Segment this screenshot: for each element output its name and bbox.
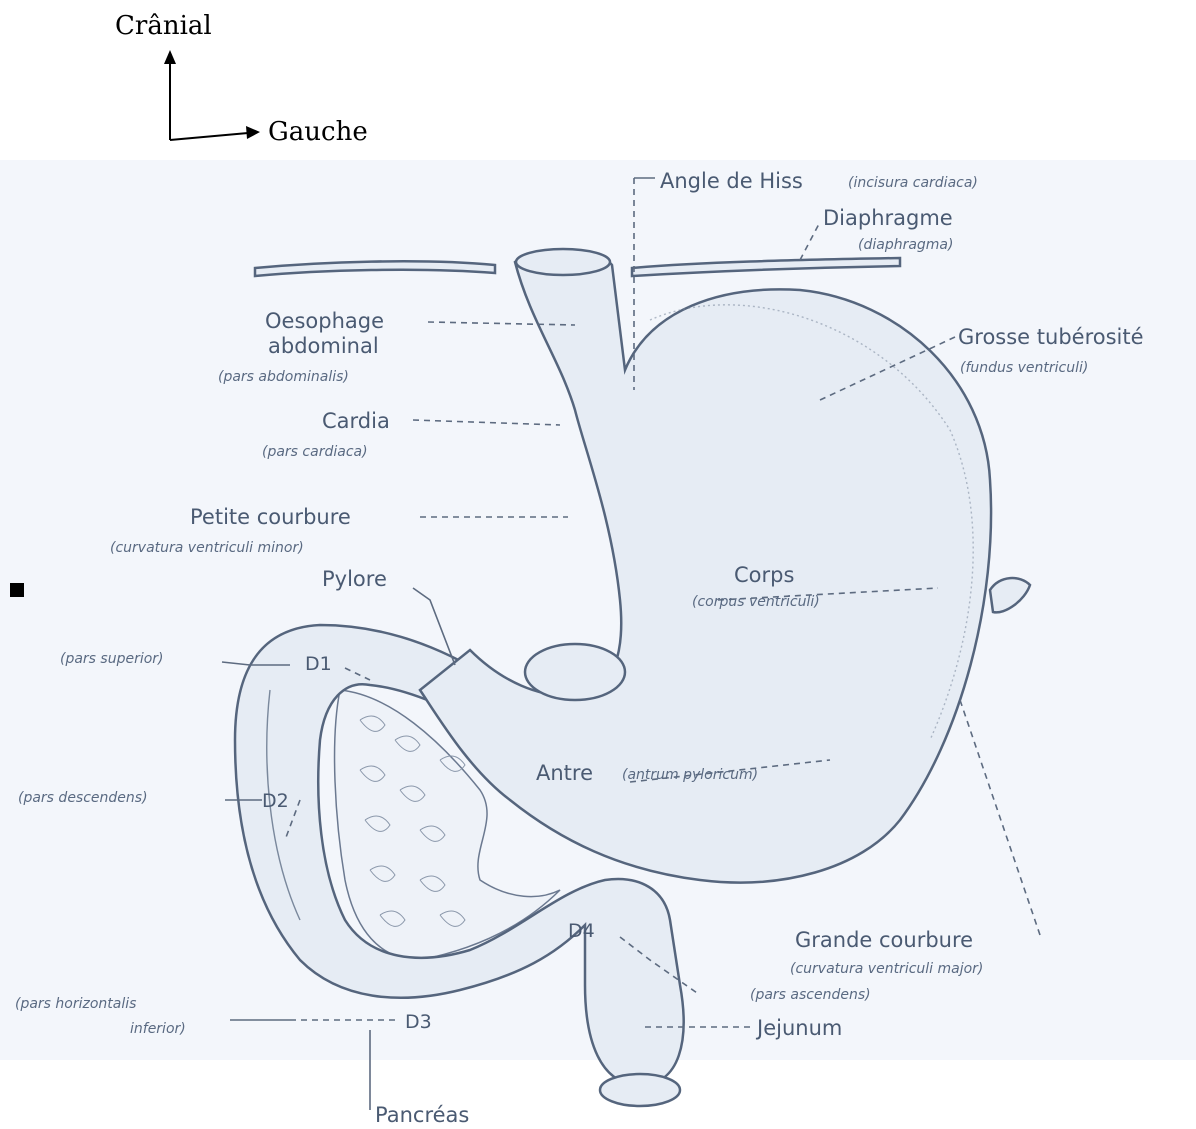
label-diaphragme-latin: (diaphragma) xyxy=(858,237,953,253)
label-angle-his-latin: (incisura cardiaca) xyxy=(848,175,978,191)
pylorus-ring xyxy=(525,644,625,700)
label-cardia-latin: (pars cardiaca) xyxy=(262,444,368,460)
label-pars-horizontalis-2: inferior) xyxy=(130,1021,186,1037)
label-pars-superior: (pars superior) xyxy=(60,651,164,667)
label-pars-descendens: (pars descendens) xyxy=(18,790,148,806)
label-pars-ascendens: (pars ascendens) xyxy=(750,987,871,1003)
label-pancreas: Pancréas xyxy=(375,1103,469,1127)
label-oesophage-2: abdominal xyxy=(268,334,379,358)
label-antre: Antre xyxy=(536,761,593,785)
label-petite-courbure-latin: (curvatura ventriculi minor) xyxy=(110,540,304,556)
label-d4: D4 xyxy=(568,920,595,942)
orientation-indicator: Crânial Gauche xyxy=(115,11,368,147)
label-pylore: Pylore xyxy=(322,567,387,591)
label-grosse-tuberosite: Grosse tubérosité xyxy=(958,325,1144,349)
label-d3: D3 xyxy=(405,1011,432,1033)
label-oesophage-latin: (pars abdominalis) xyxy=(218,369,349,385)
gauche-arrow-head xyxy=(246,126,260,139)
cranial-label: Crânial xyxy=(115,11,212,41)
label-corps: Corps xyxy=(734,563,794,587)
label-oesophage-1: Oesophage xyxy=(265,309,384,333)
gauche-label: Gauche xyxy=(268,117,368,147)
gauche-arrow-line xyxy=(170,133,248,140)
label-angle-his: Angle de Hiss xyxy=(660,169,803,193)
label-grande-courbure: Grande courbure xyxy=(795,928,973,952)
label-cardia: Cardia xyxy=(322,409,390,433)
label-grande-courbure-latin: (curvatura ventriculi major) xyxy=(790,961,983,977)
label-d1: D1 xyxy=(305,653,332,675)
label-grosse-tuberosite-latin: (fundus ventriculi) xyxy=(960,360,1088,376)
label-antre-latin: (antrum pyloricum) xyxy=(622,767,758,783)
label-diaphragme: Diaphragme xyxy=(823,206,953,230)
label-petite-courbure: Petite courbure xyxy=(190,505,351,529)
label-d2: D2 xyxy=(262,790,289,812)
label-pars-horizontalis-1: (pars horizontalis xyxy=(15,996,136,1012)
label-corps-latin: (corpus ventriculi) xyxy=(692,594,820,610)
cranial-arrow-head xyxy=(164,50,176,64)
label-jejunum: Jejunum xyxy=(755,1016,842,1040)
bullet-square xyxy=(10,583,24,597)
oesophagus-opening xyxy=(516,249,610,275)
jejunum-opening xyxy=(600,1074,680,1106)
